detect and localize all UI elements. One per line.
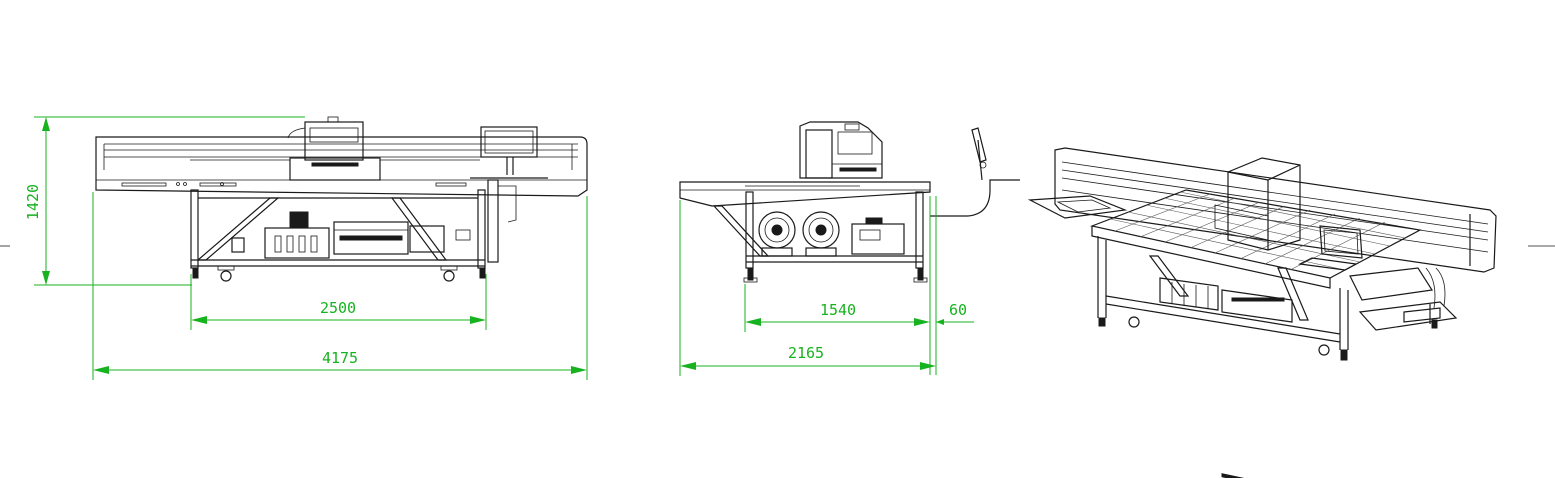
dimension-lines — [34, 116, 974, 380]
isometric-view — [1027, 147, 1497, 478]
front-view — [95, 116, 588, 282]
side-view — [679, 121, 1020, 283]
dim-label-60: 60 — [949, 301, 967, 319]
dim-label-2500: 2500 — [320, 299, 356, 317]
dim-label-4175: 4175 — [322, 349, 358, 367]
dim-label-2165: 2165 — [788, 344, 824, 362]
dim-label-1420: 1420 — [24, 184, 42, 220]
dim-label-1540: 1540 — [820, 301, 856, 319]
